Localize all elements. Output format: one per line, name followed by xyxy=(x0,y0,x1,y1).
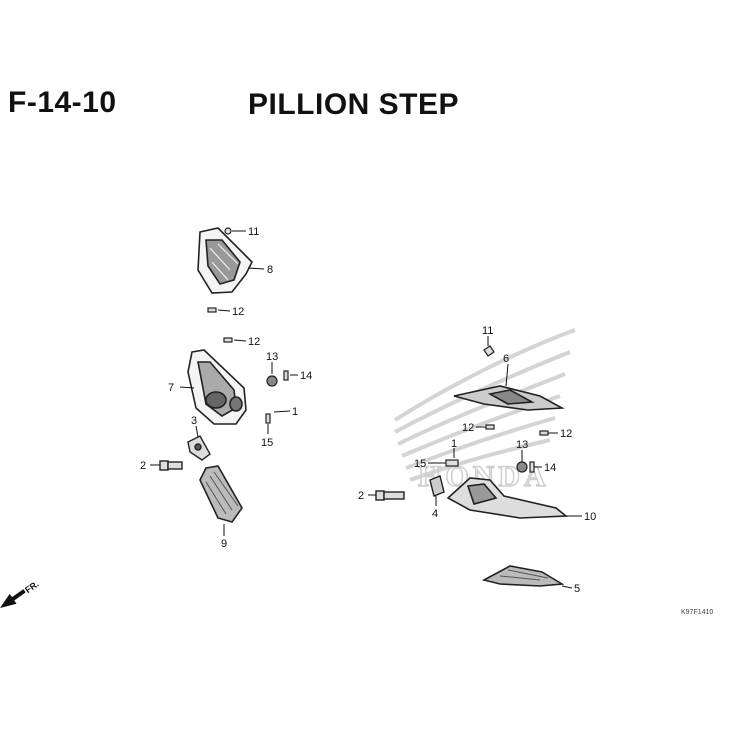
callout-8: 10 xyxy=(584,511,596,523)
part-5-holder xyxy=(187,349,247,425)
callout-1-left: 1 xyxy=(292,406,298,418)
callout-15-right: 15 xyxy=(414,458,426,470)
part-3-step-arm xyxy=(187,435,211,461)
callout-3: 3 xyxy=(191,415,197,427)
fasteners-left xyxy=(207,227,289,424)
callout-14-left: 14 xyxy=(300,370,312,382)
callout-12-right-b: 12 xyxy=(560,428,572,440)
leader-lines xyxy=(150,230,582,589)
callout-13-right: 13 xyxy=(516,439,528,451)
diagram-title: PILLION STEP xyxy=(248,88,460,121)
callout-7: 9 xyxy=(221,538,227,550)
part-4-step-arm xyxy=(429,475,445,497)
callout-10: 5 xyxy=(574,583,580,595)
diagram-code: F-14-10 xyxy=(8,86,117,119)
callout-15-left: 15 xyxy=(261,437,273,449)
reference-code: K97F1410 xyxy=(681,609,714,616)
part-8-holder xyxy=(446,477,569,519)
callout-13-left: 13 xyxy=(266,351,278,363)
callout-11-left: 11 xyxy=(248,226,259,238)
callout-5: 7 xyxy=(168,382,174,394)
part-9-cover xyxy=(453,385,565,411)
part-2-bolt-right xyxy=(375,490,405,501)
callout-11-right: 11 xyxy=(482,325,493,337)
callout-6: 8 xyxy=(267,264,273,276)
callout-9: 6 xyxy=(503,353,509,365)
front-direction-arrow-icon: FR. xyxy=(0,579,41,608)
front-marker-label: FR. xyxy=(23,579,41,596)
callout-14-right: 14 xyxy=(544,462,556,474)
callout-12-right-a: 12 xyxy=(462,422,474,434)
fasteners-right xyxy=(445,345,549,473)
callout-labels: 11 8 12 12 7 13 14 1 15 3 2 9 11 6 12 12… xyxy=(140,226,596,595)
callout-12-upper-left: 12 xyxy=(232,306,244,318)
part-6-cover xyxy=(197,227,253,294)
callout-4: 4 xyxy=(432,508,438,520)
part-2-bolt-left xyxy=(159,460,183,471)
callout-2-right: 2 xyxy=(358,490,364,502)
part-10-footpeg xyxy=(481,565,565,587)
callout-2-left: 2 xyxy=(140,460,146,472)
callout-12-lower-left: 12 xyxy=(248,336,260,348)
part-7-footpeg xyxy=(199,465,243,523)
callout-1-right: 1 xyxy=(451,438,457,450)
